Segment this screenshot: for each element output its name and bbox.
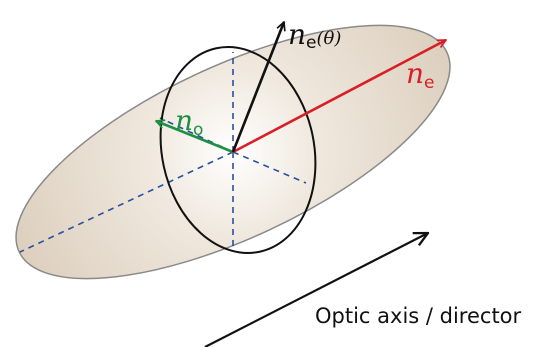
n-e-theta-label: ne(θ): [288, 18, 341, 53]
optic-axis-arrow: [205, 233, 428, 347]
optic-axis-label: Optic axis / director: [315, 304, 522, 328]
